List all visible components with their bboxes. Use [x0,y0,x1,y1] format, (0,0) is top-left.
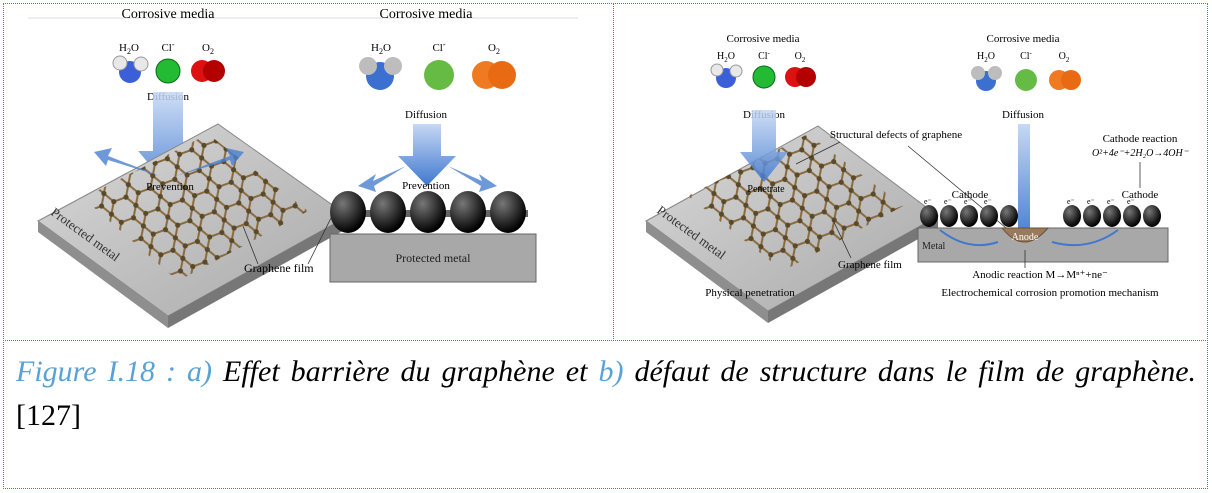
graphene-film-lattice [83,134,308,281]
water-molecule-icon-b [710,63,743,88]
anode-region [1000,227,1050,243]
electrochemical-mechanism-label: Electrochemical corrosion promotion mech… [941,287,1159,299]
svg-text:e⁻: e⁻ [1087,197,1095,206]
prevention-label-right: Prevention [402,180,450,192]
svg-text:e⁻: e⁻ [924,197,932,206]
h2o-label-b: H2O [717,51,735,64]
chloride-ion-icon-b [752,65,776,89]
figure-caption: Figure I.18 : a) Effet barrière du graph… [16,350,1196,438]
oxygen-molecule-icon-b-right [1049,70,1081,90]
h2o-label-right: H2O [371,42,391,56]
caption-b-label: b) [598,355,624,388]
water-molecule-icon [112,55,149,83]
h2o-label-b-right: H2O [977,51,995,64]
oxygen-molecule-icon-b [785,67,816,87]
diffusion-label-b-right: Diffusion [1002,109,1044,121]
protected-metal-block [329,233,537,283]
h2o-label: H2O [119,42,139,56]
caption-b-text: défaut de structure dans le film de grap… [623,355,1197,388]
deflect-arrow-right-a [358,166,406,192]
panel-b-structural-defects: Corrosive media H2O Cl- O2 Corrosive med… [645,33,1189,323]
caption-divider [3,340,1208,341]
corrosive-media-label-b-right: Corrosive media [986,33,1059,45]
figure-label: Figure I.18 [16,355,156,388]
o2-label: O2 [202,42,214,56]
corrosive-media-label-b-left: Corrosive media [726,33,799,45]
diffusion-label-right: Diffusion [405,109,447,121]
slab-b-side-left [646,221,768,323]
graphene-atom-balls [330,191,526,233]
graphene-film-label-b: Graphene film [838,259,902,271]
protected-metal-block-label: Protected metal [396,251,472,265]
panel-a-barrier-effect: Corrosive media H2O Cl- O2 Corrosive med… [28,7,578,328]
graphene-film-leader-left [242,225,259,265]
o2-label-b: O2 [795,51,806,64]
caption-reference: [127] [16,399,81,432]
electron-flow-arrow-left [939,229,999,247]
deflect-arrow-left [94,148,160,176]
o2-label-b-right: O2 [1059,51,1070,64]
metal-label: Metal [922,241,946,252]
slab-side-left [38,221,168,328]
oxygen-molecule-icon [191,60,225,82]
caption-a-label: a) [187,355,213,388]
penetrate-label: Penetrate [747,184,785,195]
cl-label: Cl- [161,40,174,54]
graphene-film-label-left: Graphene film [244,261,314,275]
physical-penetration-label: Physical penetration [705,287,795,299]
figure-frame [3,3,1208,489]
water-molecule-icon-b-right [971,66,1002,91]
anode-label: Anode [1012,232,1039,243]
structural-defects-label: Structural defects of graphene [830,129,962,141]
cl-label-b-right: Cl- [1020,49,1032,62]
svg-text:e⁻: e⁻ [1107,197,1115,206]
cathode-label-right: Cathode [1122,189,1159,201]
defects-leader [795,141,841,165]
svg-text:e⁻: e⁻ [944,197,952,206]
diffusion-arrow-b-left [740,110,788,182]
slab-side-right [168,216,348,328]
anodic-reaction-label: Anodic reaction M→Mⁿ⁺+ne⁻ [972,269,1108,281]
deflect-arrow-right [176,148,244,176]
svg-text:e⁻: e⁻ [1127,197,1135,206]
graphene-film-lattice-b [688,134,903,271]
graphene-film-leader-right [307,213,334,265]
defect-leader-arrow [907,145,1019,239]
cathode-balls-left [920,205,1018,227]
chloride-ion-icon-b-right [1015,69,1037,91]
svg-text:e⁻: e⁻ [964,197,972,206]
diffusion-arrow-b-right [1012,124,1036,246]
slab-b-side-right [768,216,938,323]
chloride-ion-icon [155,58,181,84]
prevention-label-left: Prevention [146,181,194,193]
oxygen-molecule-icon-right [472,61,516,89]
cl-label-b: Cl- [758,49,770,62]
svg-text:e⁻: e⁻ [984,197,992,206]
svg-text:e⁻: e⁻ [1067,197,1075,206]
chloride-ion-icon-right [424,60,454,90]
caption-a-text: Effet barrière du graphène et [212,355,599,388]
corrosive-media-label-right: Corrosive media [380,7,474,22]
cathode-label-left: Cathode [952,189,989,201]
graphene-film-leader-b [832,219,852,259]
o2-label-right: O2 [488,42,500,56]
diffusion-arrow-right [398,124,456,186]
electron-labels: e⁻ e⁻ e⁻ e⁻ e⁻ e⁻ e⁻ e⁻ [924,197,1135,206]
caption-colon: : [155,355,188,388]
electron-flow-arrow-right [1051,229,1119,247]
cathode-reaction-title: Cathode reaction [1103,133,1178,145]
panel-divider [613,3,614,341]
deflect-arrow-right-b [448,166,497,192]
water-molecule-icon-right [359,57,402,90]
cathode-balls-right [1063,205,1161,227]
cathode-reaction-equation: O²+4e⁻+2H₂O→4OH⁻ [1092,148,1189,159]
corrosive-media-label-left: Corrosive media [122,7,216,22]
cl-label-right: Cl- [432,40,445,54]
